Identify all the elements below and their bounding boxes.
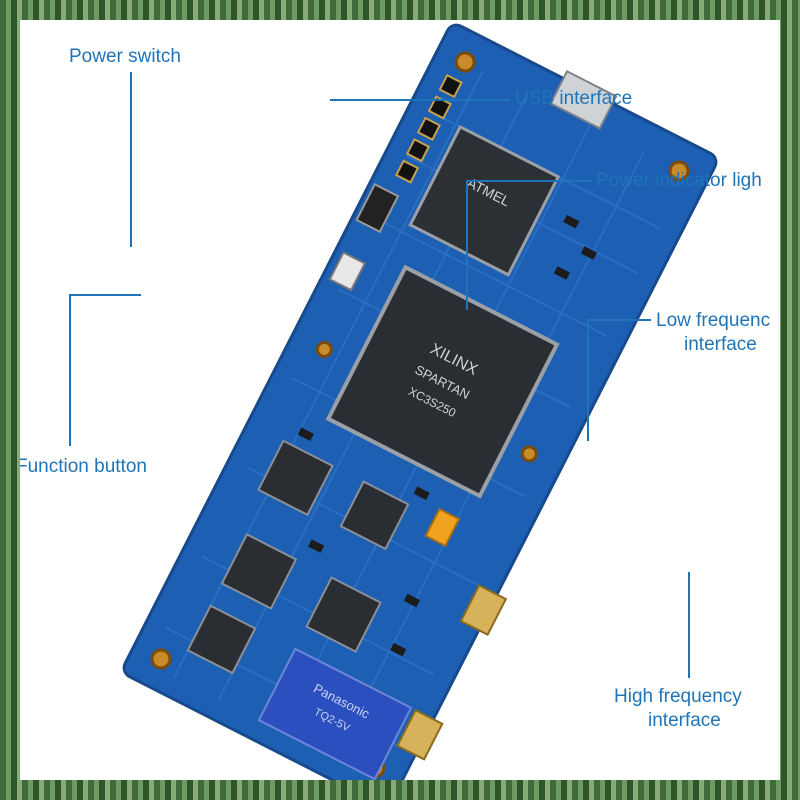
- product-image-panel: ATMEL XILINX SPARTAN XC3S250 Panasonic: [20, 20, 780, 780]
- usb-port: [549, 69, 618, 130]
- callout-power-switch: Power switch: [69, 46, 181, 67]
- leader-low-frequency-h: [587, 319, 651, 321]
- fpga-chip: [325, 264, 560, 499]
- leader-function-button-v: [69, 294, 71, 446]
- low-frequency-connector: [459, 584, 508, 636]
- header-pins: [394, 73, 463, 184]
- leader-function-button-h: [69, 294, 141, 296]
- callout-power-indicator: Power indicator ligh: [596, 170, 762, 191]
- leader-power-switch: [130, 72, 132, 247]
- callout-high-frequency-line2: interface: [648, 710, 721, 731]
- high-frequency-connector: [396, 708, 444, 761]
- leader-low-frequency-v: [587, 319, 589, 441]
- callout-function-button: Function button: [20, 456, 147, 477]
- callout-low-frequency-line1: Low frequenc: [656, 310, 771, 331]
- function-button-component: [328, 251, 367, 292]
- relay-component: [257, 647, 413, 780]
- callout-low-frequency-line2: interface: [684, 334, 757, 355]
- power-switch-component: [355, 182, 400, 234]
- pcb-board-illustration: ATMEL XILINX SPARTAN XC3S250 Panasonic: [122, 23, 718, 780]
- leader-power-indicator-v: [466, 180, 468, 310]
- leader-high-frequency: [688, 572, 690, 678]
- small-ics: [186, 439, 410, 675]
- smd-components: [297, 214, 597, 657]
- callout-high-frequency-line1: High frequency: [614, 686, 742, 707]
- callout-usb-interface: USB interface: [515, 88, 633, 109]
- leader-power-indicator-h: [466, 180, 592, 182]
- mcu-chip: [408, 124, 561, 277]
- leader-usb-interface: [330, 99, 510, 101]
